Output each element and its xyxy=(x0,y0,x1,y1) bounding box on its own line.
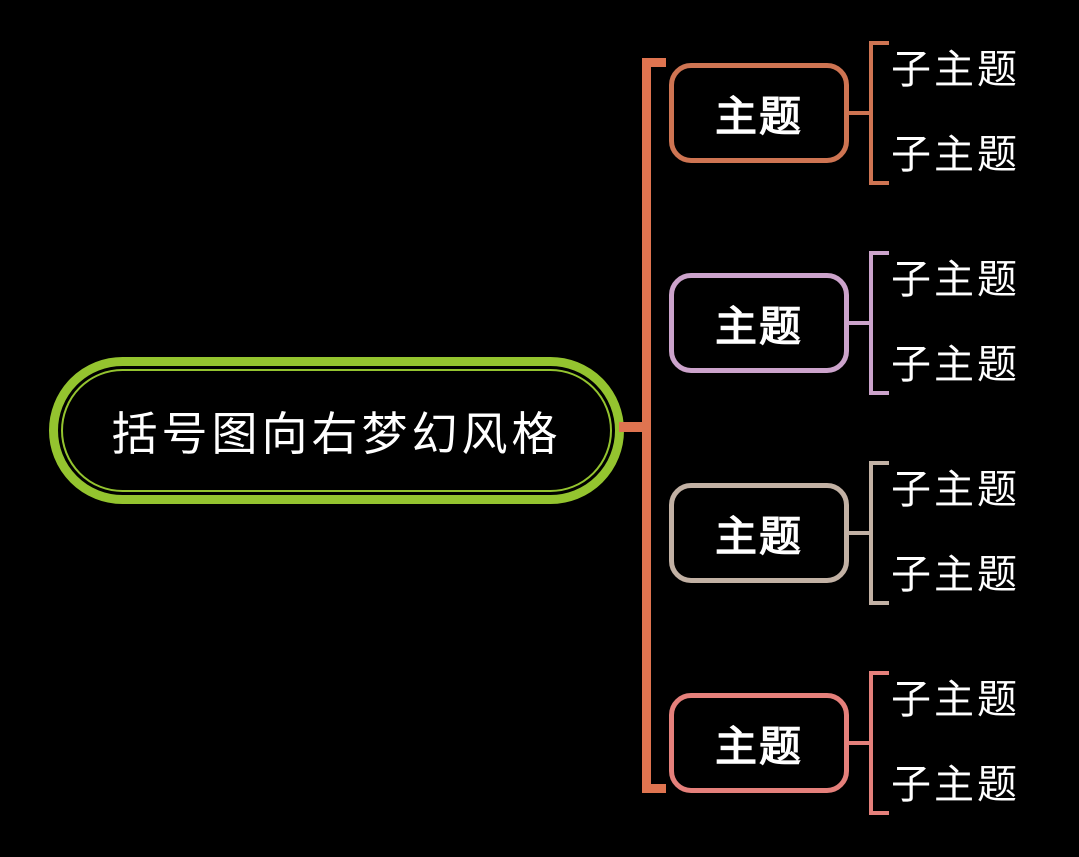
subtopic-node[interactable]: 子主题 xyxy=(891,467,1020,513)
subtopic-node[interactable]: 子主题 xyxy=(891,552,1020,598)
topic-node-3[interactable]: 主题 xyxy=(669,483,849,583)
subtopic-node[interactable]: 子主题 xyxy=(891,342,1020,388)
subtopic-node[interactable]: 子主题 xyxy=(891,132,1020,178)
main-bracket xyxy=(642,58,666,793)
topic-1-connector-line xyxy=(847,111,871,115)
topic-2-sub-bracket xyxy=(869,251,889,395)
topic-node-2[interactable]: 主题 xyxy=(669,273,849,373)
topic-node-4[interactable]: 主题 xyxy=(669,693,849,793)
subtopic-node[interactable]: 子主题 xyxy=(891,677,1020,723)
topic-2-connector-line xyxy=(847,321,871,325)
root-connector-line xyxy=(619,422,651,432)
root-node[interactable]: 括号图向右梦幻风格 xyxy=(49,357,624,504)
topic-4-connector-line xyxy=(847,741,871,745)
root-node-inner-ring: 括号图向右梦幻风格 xyxy=(61,369,612,492)
subtopic-node[interactable]: 子主题 xyxy=(891,257,1020,303)
topic-node-1[interactable]: 主题 xyxy=(669,63,849,163)
topic-2-label: 主题 xyxy=(714,301,803,351)
topic-3-label: 主题 xyxy=(714,511,803,561)
topic-3-sub-bracket xyxy=(869,461,889,605)
topic-1-label: 主题 xyxy=(714,91,803,141)
topic-3-connector-line xyxy=(847,531,871,535)
subtopic-node[interactable]: 子主题 xyxy=(891,47,1020,93)
subtopic-node[interactable]: 子主题 xyxy=(891,762,1020,808)
root-label: 括号图向右梦幻风格 xyxy=(111,406,562,461)
topic-4-sub-bracket xyxy=(869,671,889,815)
topic-4-label: 主题 xyxy=(714,721,803,771)
topic-1-sub-bracket xyxy=(869,41,889,185)
